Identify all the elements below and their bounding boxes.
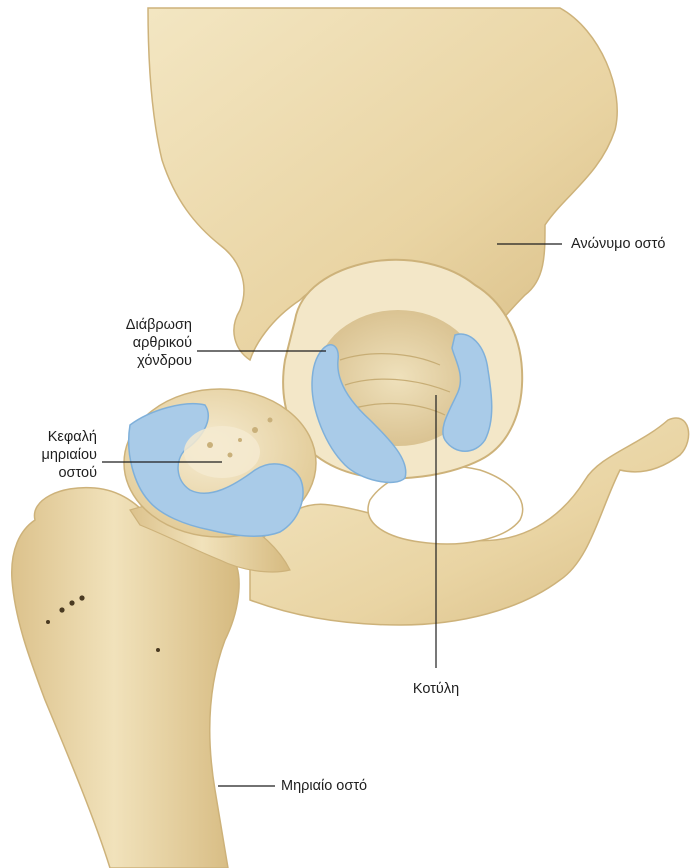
label-femoral-head: Κεφαλή μηριαίου οστού <box>0 428 97 482</box>
label-femoral-head-line-1: Κεφαλή <box>0 428 97 446</box>
label-femoral-head-line-2: μηριαίου <box>0 446 97 464</box>
label-cartilage-erosion: Διάβρωση αρθρικού χόνδρου <box>72 316 192 370</box>
label-femoral-head-line-3: οστού <box>0 464 97 482</box>
label-femur: Μηριαίο οστό <box>281 777 367 795</box>
label-innominate-bone: Ανώνυμο οστό <box>571 235 665 253</box>
label-cartilage-erosion-line-1: Διάβρωση <box>72 316 192 334</box>
label-cartilage-erosion-line-2: αρθρικού <box>72 334 192 352</box>
label-cartilage-erosion-line-3: χόνδρου <box>72 352 192 370</box>
label-acetabulum: Κοτύλη <box>396 680 476 698</box>
